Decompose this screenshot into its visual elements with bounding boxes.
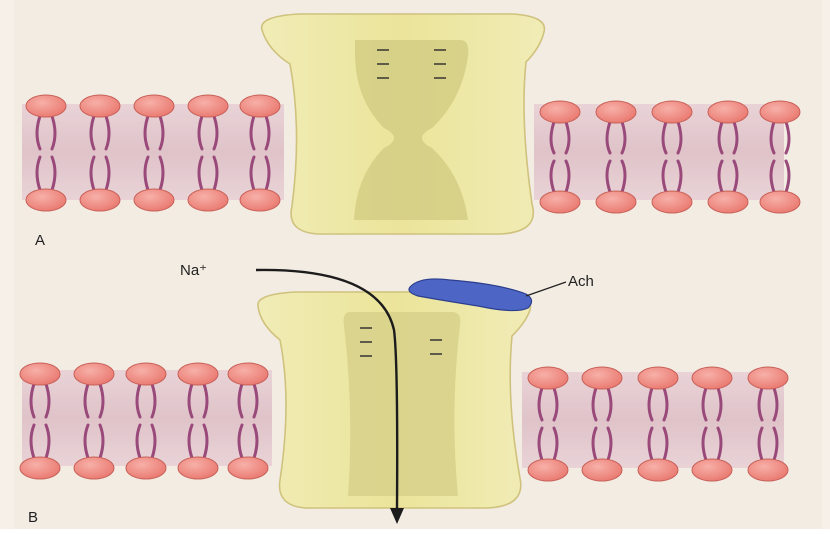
lipid-head [540,101,580,123]
panel-a-label: A [35,232,45,249]
lipid-head [596,191,636,213]
lipid-head [126,457,166,479]
lipid-head [188,95,228,117]
lipid-head [178,363,218,385]
lipid-head [748,459,788,481]
lipid-head [26,189,66,211]
ach-label: Ach [568,273,594,290]
lipid-head [708,101,748,123]
lipid-head [652,101,692,123]
lipid-head [20,363,60,385]
lipid-head [652,191,692,213]
lipid-head [188,189,228,211]
lipid-head [692,367,732,389]
lipid-head [80,95,120,117]
lipid-head [74,457,114,479]
lipid-head [228,457,268,479]
lipid-head [692,459,732,481]
lipid-head [240,189,280,211]
lipid-head [760,191,800,213]
lipid-head [708,191,748,213]
lipid-head [748,367,788,389]
lipid-head [26,95,66,117]
channel-pore-b [344,312,461,496]
lipid-head [582,367,622,389]
lipid-head [240,95,280,117]
lipid-head [178,457,218,479]
lipid-head [134,95,174,117]
lipid-head [638,459,678,481]
lipid-head [528,367,568,389]
lipid-head [74,363,114,385]
lipid-head [528,459,568,481]
lipid-head [20,457,60,479]
lipid-head [228,363,268,385]
sodium-ion-label: Na⁺ [180,262,207,279]
lipid-head [596,101,636,123]
lipid-head [80,189,120,211]
lipid-head [582,459,622,481]
lipid-head [126,363,166,385]
lipid-head [760,101,800,123]
lipid-head [540,191,580,213]
lipid-head [638,367,678,389]
lipid-head [134,189,174,211]
membrane-band-left-a [22,104,284,200]
panel-b-label: B [28,509,38,526]
